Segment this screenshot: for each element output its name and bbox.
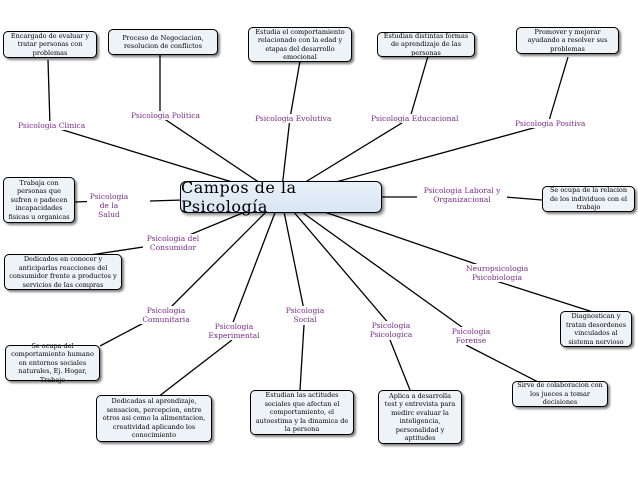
branch-label-educacional: Psicologia Educacional [370,114,460,123]
description-experimental: Dedicadas al aprendizaje, sensacion, per… [96,395,212,442]
branch-label-psicologica: Psicologia Psicologica [360,321,422,339]
branch-label-psicologica-text: Psicologia Psicologica [369,321,413,339]
branch-label-comunitaria: Psicologia Comunitaria [140,306,192,324]
description-comunitaria: Se ocupa del comportamiento humano en en… [5,342,100,384]
branch-label-politica: Psicologia Politica [130,111,201,120]
description-politica: Proceso de Negociacion, resolucion de co… [108,29,218,55]
central-topic: Campos de la Psicología [180,178,382,216]
description-psicologica: Aplica a desarrolla test y entrevista pa… [378,390,462,444]
description-salud: Trabaja con personas que sufren o padece… [3,177,75,223]
branch-label-comunitaria-text: Psicologia Comunitaria [142,306,190,324]
description-laboral: Se ocupa de la relacion de los individuo… [542,186,635,212]
description-evolutiva: Estudia el comportamiento relacionado co… [248,27,352,62]
description-educacional: Estudian distintas formas de aprendizaje… [377,32,475,57]
branch-label-social: Psicologia Social [282,306,328,324]
description-positiva: Promover y mejorar ayudando a resolver s… [516,27,619,54]
description-forense: Sirve de colaboracion con los jueces a t… [512,381,608,407]
branch-label-neuro: Neuropsicologia Psicobiologia [465,264,529,282]
branch-label-forense-text: Psicologia Forense [451,327,491,345]
branch-label-clinica: Psicologia Clinica [17,121,87,130]
branch-label-experimental-text: Psicologia Experimental [208,322,260,340]
branch-label-laboral: Psicologia Laboral y Organizacional [417,186,507,204]
branch-label-evolutiva: Psicologia Evolutiva [254,114,333,123]
branch-label-forense: Psicologia Forense [440,327,502,345]
description-consumidor: Dedicados en conocer y anticiparlas reac… [4,254,122,290]
branch-label-neuro-text: Neuropsicologia Psicobiologia [466,264,529,282]
description-neuro: Diagnostican y tratan desordenes vincula… [560,311,632,347]
branch-label-experimental: Psicologia Experimental [204,322,264,340]
branch-label-laboral-text: Psicologia Laboral y Organizacional [423,186,501,204]
branch-label-salud: Psicologia de la Salud [87,192,131,219]
branch-label-consumidor-text: Psicologia del Consumidor [146,234,200,252]
branch-label-positiva: Psicologia Positiva [514,119,587,128]
branch-label-consumidor: Psicologia del Consumidor [143,234,203,252]
description-clinica: Encargado de evaluar y tratar personas c… [3,31,97,58]
branch-label-social-text: Psicologia Social [285,306,325,324]
description-social: Estudian las actitudes sociales que afec… [250,390,354,435]
branch-label-salud-text: Psicologia de la Salud [89,192,129,219]
